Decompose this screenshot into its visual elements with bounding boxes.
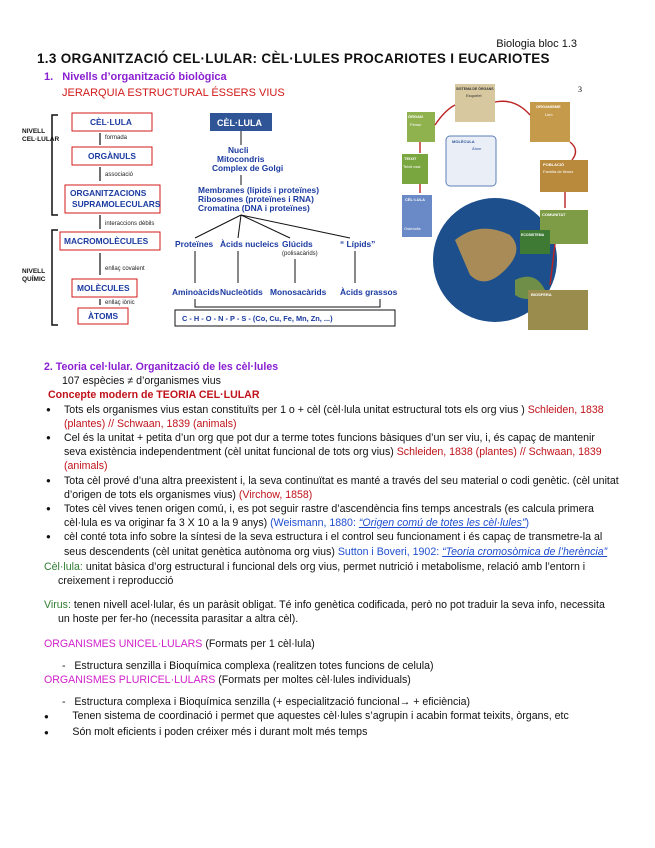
svg-text:Àtom: Àtom bbox=[472, 146, 482, 151]
teoria-cromosomica-link[interactable]: “Teoria cromosòmica de l’herència” bbox=[442, 545, 608, 558]
hierarchy-diagram: NIVELL CEL·LULAR NIVELL QUÍMIC CÈL·LULA … bbox=[22, 112, 398, 327]
skeleton-panel bbox=[455, 84, 495, 122]
list-item: Cel és la unitat + petita d’un org que p… bbox=[46, 431, 619, 474]
population-panel bbox=[540, 160, 588, 192]
cellula-text: CÈL·LULA bbox=[90, 116, 132, 127]
tissue-panel bbox=[402, 154, 428, 184]
nucleotids-text: Nucleòtids bbox=[220, 287, 263, 297]
svg-text:ORGANISME: ORGANISME bbox=[536, 104, 561, 109]
membranes-text: Membranes (lípids i proteïnes) bbox=[198, 185, 319, 195]
svg-text:Lleó: Lleó bbox=[545, 112, 553, 117]
svg-text:ÒRGAN: ÒRGAN bbox=[408, 114, 423, 119]
section-1-number: 1. bbox=[44, 71, 54, 83]
svg-text:CÈL·LULA: CÈL·LULA bbox=[405, 197, 425, 202]
lipids-text: “ Lípids” bbox=[340, 239, 375, 249]
biological-levels-illustration: 3 ÒRGAN Fèmur SISTEMA DE ÒRGANS Esquelet… bbox=[402, 84, 588, 330]
cellula-definition: Cèl·lula: unitat bàsica d’org estructura… bbox=[44, 560, 586, 588]
virus-definition: Virus: tenen nivell acel·lular, és un pa… bbox=[44, 599, 605, 626]
acids-nucleics-text: Àcids nucleics bbox=[220, 238, 279, 249]
list-item: Tota cèl prové d’una altra preexistent i… bbox=[46, 474, 619, 502]
org-sup-box bbox=[64, 184, 161, 214]
list-item: cèl conté tota info sobre la síntesi de … bbox=[46, 530, 619, 558]
glucids-text: Glúcids bbox=[282, 239, 313, 249]
species-count: 107 espècies ≠ d’organismes vius bbox=[62, 375, 221, 388]
ribosomes-text: Ribosomes (proteïnes i RNA) bbox=[198, 194, 314, 204]
organuls-box bbox=[71, 146, 153, 166]
pluricellular-bullet-1: ● Tenen sistema de coordinació i permet … bbox=[44, 710, 569, 723]
monosacarids-text: Monosacàrids bbox=[270, 287, 327, 297]
arrow-label-covalent: enllaç covalent bbox=[105, 266, 145, 272]
pluricellular-item: - Estructura complexa i Bioquímica senzi… bbox=[62, 696, 471, 709]
document-header: Biologia bloc 1.3 bbox=[496, 38, 577, 50]
nivell-quim-label-2: QUÍMIC bbox=[22, 274, 46, 283]
arrow-label-associacio: associació bbox=[105, 172, 134, 178]
list-item: Totes cèl vives tenen origen comú, i, es… bbox=[46, 502, 619, 530]
mitocondris-text: Mitocondris bbox=[217, 154, 265, 164]
origen-comu-link[interactable]: “Origen comú de totes les cèl·lules” bbox=[358, 517, 526, 530]
ecosystem-panel bbox=[520, 230, 550, 254]
pluricellular-heading: ORGANISMES PLURICEL·LULARS (Formats per … bbox=[44, 674, 411, 687]
hierarchy-title: JERARQUIA ESTRUCTURAL ÉSSERS VIUS bbox=[62, 87, 285, 99]
svg-text:ECOSISTEMA: ECOSISTEMA bbox=[521, 233, 545, 237]
nivell-cel-label-1: NIVELL bbox=[22, 128, 45, 135]
page-title: 1.3 ORGANITZACIÓ CEL·LULAR: CÈL·LULES PR… bbox=[37, 51, 550, 66]
aminoacids-text: Aminoàcids bbox=[172, 287, 220, 297]
arrow-label-interaccions: interaccions dèbils bbox=[105, 221, 154, 227]
nucli-text: Nucli bbox=[228, 145, 248, 155]
cell-theory-list: Tots els organismes vius estan constituï… bbox=[44, 403, 619, 559]
organuls-text: ORGÀNULS bbox=[88, 150, 136, 161]
svg-text:TEIXIT: TEIXIT bbox=[404, 156, 417, 161]
polisacarids-text: (polisacàrids) bbox=[282, 251, 318, 257]
organ-panel bbox=[407, 112, 435, 142]
golgi-text: Complex de Golgi bbox=[212, 163, 283, 173]
org-sup-text-1: ORGANITZACIONS bbox=[70, 188, 147, 198]
section-2-heading: 2. Teoria cel·lular. Organització de les… bbox=[44, 361, 279, 373]
cel-header-box bbox=[210, 113, 272, 131]
svg-text:Fèmur: Fèmur bbox=[410, 122, 422, 127]
modern-concept-heading: Concepte modern de TEORIA CEL·LULAR bbox=[48, 389, 260, 402]
cel-header-text: CÈL·LULA bbox=[217, 118, 262, 128]
arrow-label-ionic: enllaç iònic bbox=[105, 300, 135, 306]
pluricellular-bullet-2: ● Són molt eficients i poden créixer més… bbox=[44, 725, 368, 738]
biosphere-panel bbox=[528, 290, 588, 330]
molecules-text: MOLÈCULES bbox=[77, 282, 130, 293]
elements-box bbox=[174, 309, 396, 327]
unicellular-item: - Estructura senzilla i Bioquímica compl… bbox=[62, 659, 434, 672]
molecule-panel bbox=[445, 135, 497, 187]
list-item: Tots els organismes vius estan constituï… bbox=[46, 403, 619, 431]
nivell-quim-label-1: NIVELL bbox=[22, 268, 45, 275]
svg-text:Osteòcits: Osteòcits bbox=[404, 226, 421, 231]
cellula-box bbox=[71, 112, 153, 132]
unicellular-heading: ORGANISMES UNICEL·LULARS (Formats per 1 … bbox=[44, 637, 315, 650]
atoms-text: ÀTOMS bbox=[88, 310, 119, 321]
org-sup-text-2: SUPRAMOLECULARS bbox=[72, 199, 161, 209]
svg-text:BIOSFERA: BIOSFERA bbox=[531, 292, 552, 297]
section-1-label: Nivells d’organització biològica bbox=[62, 71, 227, 83]
macro-box bbox=[59, 231, 161, 251]
proteines-text: Proteïnes bbox=[175, 239, 214, 249]
organism-panel bbox=[530, 102, 570, 142]
section-1-heading: 1. Nivells d’organització biològica bbox=[44, 71, 227, 83]
svg-text:Teixit ossi: Teixit ossi bbox=[403, 164, 420, 169]
elements-text: C - H - O - N - P - S - (Co, Cu, Fe, Mn,… bbox=[182, 314, 333, 323]
molecules-box bbox=[71, 278, 138, 298]
atoms-box bbox=[77, 307, 129, 325]
acids-grassos-text: Àcids grassos bbox=[340, 286, 398, 297]
page-number: 3 bbox=[578, 85, 582, 94]
arrow-label-formada: formada bbox=[105, 135, 128, 141]
svg-text:Esquelet: Esquelet bbox=[466, 93, 482, 98]
svg-text:Família de lleons: Família de lleons bbox=[543, 169, 573, 174]
cell-panel bbox=[402, 195, 432, 237]
macro-text: MACROMOLÈCULES bbox=[64, 235, 149, 246]
svg-text:SISTEMA DE ÒRGANS: SISTEMA DE ÒRGANS bbox=[456, 86, 494, 91]
svg-text:POBLACIÓ: POBLACIÓ bbox=[543, 162, 564, 167]
svg-text:MOLÈCULA: MOLÈCULA bbox=[452, 139, 475, 144]
section-2: 2. Teoria cel·lular. Organització de les… bbox=[44, 360, 619, 740]
cromatina-text: Cromatina (DNA i proteïnes) bbox=[198, 203, 310, 213]
nivell-cel-label-2: CEL·LULAR bbox=[22, 136, 59, 143]
svg-text:COMUNITAT: COMUNITAT bbox=[542, 212, 566, 217]
